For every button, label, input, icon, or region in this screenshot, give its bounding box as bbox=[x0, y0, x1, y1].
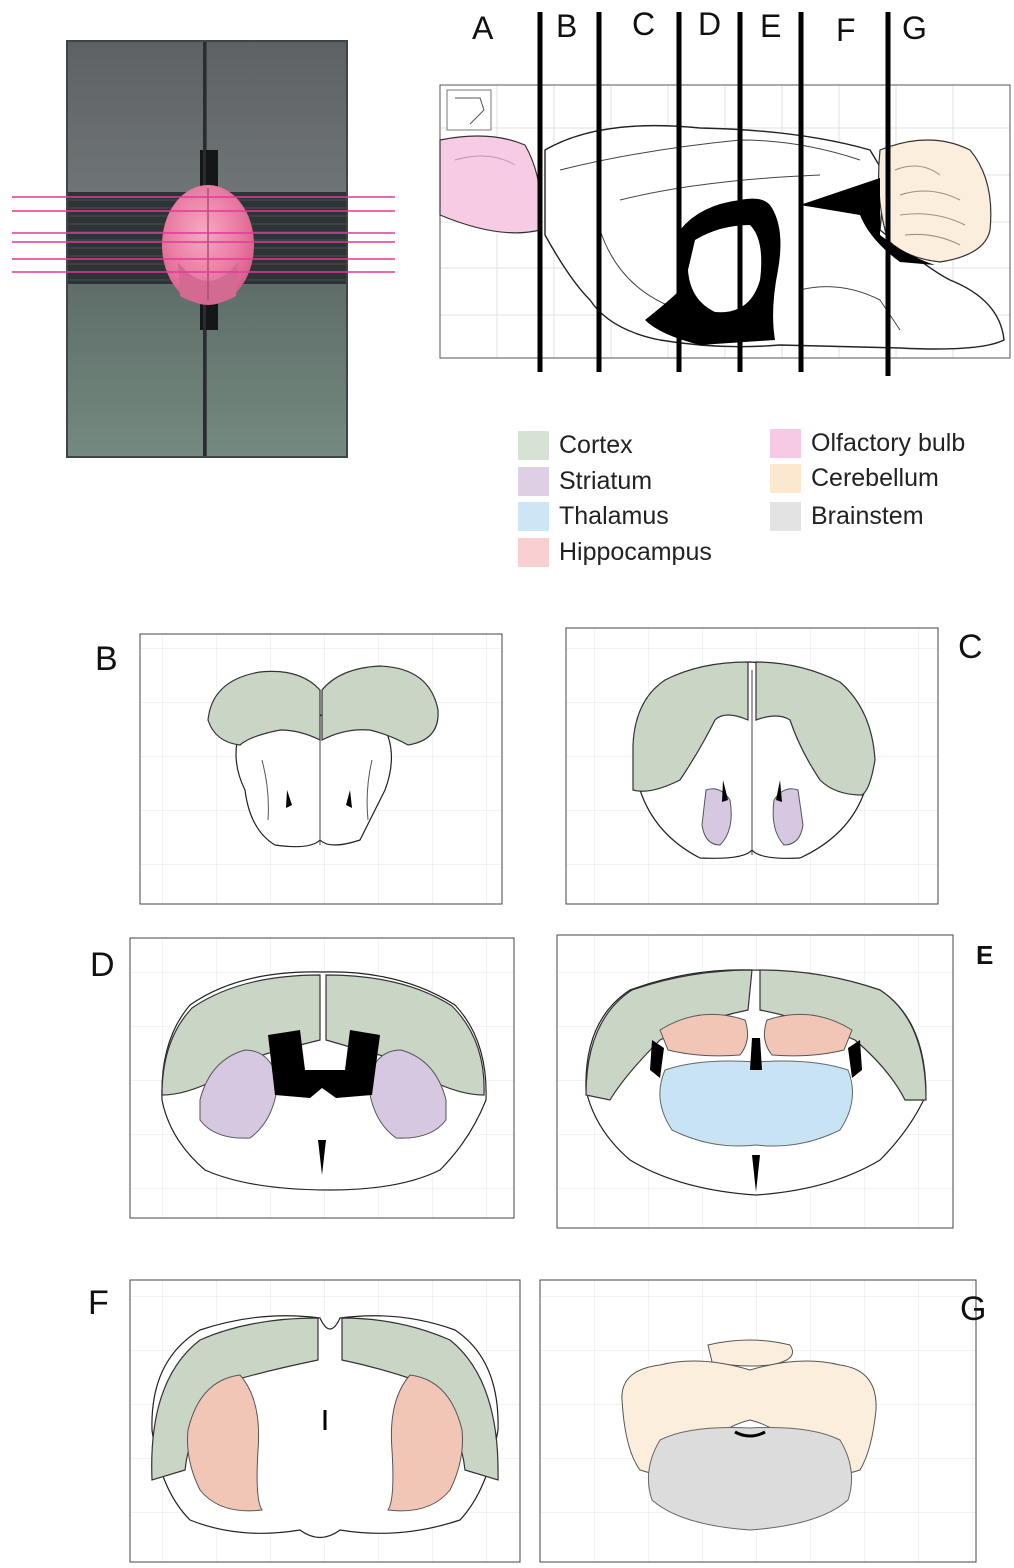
cut-label-e: E bbox=[760, 8, 781, 45]
legend-swatch bbox=[770, 464, 801, 493]
panel-label-e: E bbox=[976, 940, 993, 971]
cut-label-a: A bbox=[472, 10, 493, 47]
legend-swatch bbox=[770, 429, 801, 458]
cut-label-c: C bbox=[632, 6, 655, 43]
coronal-section-d bbox=[130, 938, 514, 1218]
cut-label-d: D bbox=[698, 6, 721, 43]
panel-label-g: G bbox=[960, 1290, 986, 1329]
legend-label: Striatum bbox=[559, 467, 652, 496]
cut-label-b: B bbox=[556, 8, 577, 45]
legend-item-cortex: Cortex bbox=[518, 430, 633, 460]
legend-label: Olfactory bulb bbox=[811, 429, 965, 458]
panel-label-f: F bbox=[88, 1284, 109, 1323]
cut-label-g: G bbox=[902, 10, 927, 47]
legend-item-striatum: Striatum bbox=[518, 466, 652, 496]
coronal-section-b bbox=[140, 634, 502, 904]
cut-label-f: F bbox=[836, 12, 856, 49]
panel-label-b: B bbox=[95, 640, 118, 679]
legend-label: Hippocampus bbox=[559, 538, 712, 567]
legend-item-brainstem: Brainstem bbox=[770, 501, 924, 531]
legend-item-thalamus: Thalamus bbox=[518, 501, 669, 531]
coronal-section-f bbox=[130, 1280, 520, 1562]
coronal-section-g bbox=[540, 1280, 976, 1562]
panel-label-d: D bbox=[90, 946, 115, 985]
legend-item-hippocampus: Hippocampus bbox=[518, 537, 712, 567]
legend-label: Thalamus bbox=[559, 502, 669, 531]
legend-swatch bbox=[518, 502, 549, 531]
legend-label: Brainstem bbox=[811, 502, 924, 531]
legend-swatch bbox=[518, 431, 549, 460]
coronal-section-e bbox=[557, 935, 953, 1228]
legend-swatch bbox=[770, 502, 801, 531]
legend-item-cerebellum: Cerebellum bbox=[770, 463, 939, 493]
legend-swatch bbox=[518, 538, 549, 567]
legend-label: Cortex bbox=[559, 431, 633, 460]
panel-label-c: C bbox=[958, 628, 983, 667]
legend-label: Cerebellum bbox=[811, 464, 939, 493]
legend-item-olfactory-bulb: Olfactory bulb bbox=[770, 428, 965, 458]
legend-swatch bbox=[518, 467, 549, 496]
coronal-section-c bbox=[566, 628, 938, 904]
